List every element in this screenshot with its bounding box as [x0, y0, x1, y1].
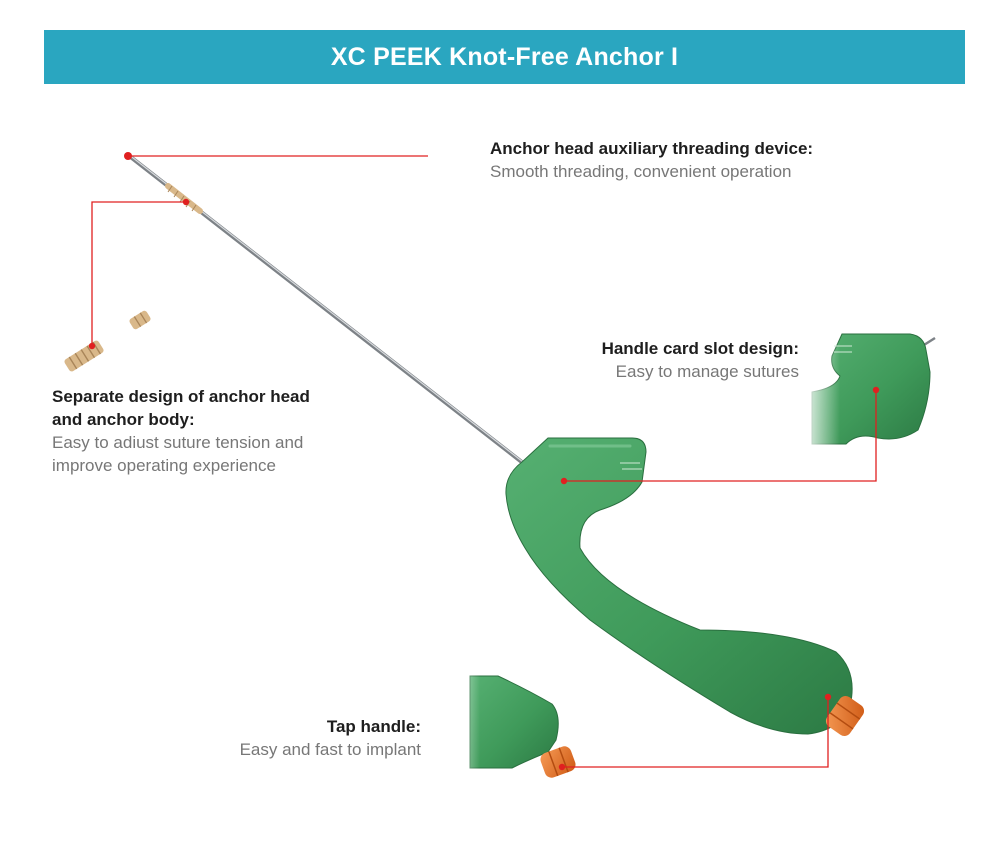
- callout-tap-handle: Tap handle: Easy and fast to implant: [240, 715, 421, 761]
- leader-dot: [88, 342, 96, 350]
- callout-card-slot: Handle card slot design: Easy to manage …: [602, 337, 799, 383]
- callout-title: Handle card slot design:: [601, 339, 799, 358]
- callout-threading-device: Anchor head auxiliary threading device: …: [490, 137, 813, 183]
- callout-description: Smooth threading, convenient operation: [490, 162, 792, 181]
- leader-dot: [560, 477, 568, 485]
- callout-description: Easy to manage sutures: [615, 362, 799, 381]
- leader-card-slot: [564, 390, 877, 482]
- threaded-anchor-on-shaft: [165, 183, 203, 214]
- callout-description: Easy and fast to implant: [239, 740, 421, 759]
- anchor-body-piece: [64, 340, 104, 372]
- leader-tap-handle: [562, 697, 829, 768]
- leader-dot: [872, 386, 880, 394]
- callout-title: Anchor head auxiliary threading device:: [490, 139, 814, 158]
- leader-separate-design: [91, 201, 186, 346]
- tap-handle-detail: [440, 670, 576, 778]
- title-banner: XC PEEK Knot-Free Anchor I: [44, 30, 965, 84]
- callout-description: Easy to adiust suture tension and: [52, 433, 304, 452]
- page-title: XC PEEK Knot-Free Anchor I: [330, 42, 679, 71]
- leader-dot: [182, 198, 190, 206]
- callout-title-line2: and anchor body:: [52, 410, 195, 429]
- leader-dot: [824, 693, 832, 701]
- leader-lines: [91, 155, 877, 768]
- handle-end-cap: [825, 695, 865, 737]
- callout-separate-design: Separate design of anchor head and ancho…: [52, 385, 310, 477]
- main-handle: [505, 437, 853, 735]
- card-slot-detail: [800, 330, 936, 460]
- anchor-head-piece: [129, 310, 151, 330]
- callout-title: Tap handle:: [326, 717, 421, 736]
- callout-title: Separate design of anchor head: [52, 387, 310, 406]
- callout-description-line2: improve operating experience: [52, 456, 276, 475]
- leader-dot: [558, 763, 566, 771]
